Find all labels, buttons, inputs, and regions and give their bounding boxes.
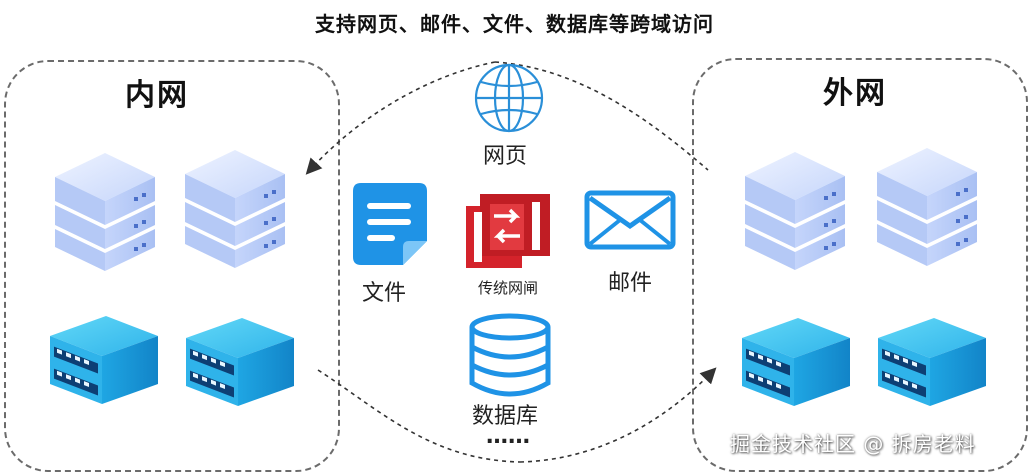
- server-icon: [42, 312, 162, 412]
- server-icon: [178, 314, 298, 414]
- server-icon: [872, 140, 982, 270]
- server-icon: [734, 314, 854, 414]
- server-icon: [50, 145, 160, 275]
- envelope-icon: [584, 190, 676, 250]
- gateway-label: 传统网闸: [478, 277, 538, 298]
- arrow-to-internal: [310, 62, 495, 170]
- file-label: 文件: [362, 275, 406, 307]
- server-icon: [180, 142, 290, 272]
- gateway-icon: [466, 194, 550, 270]
- database-icon: [467, 313, 553, 399]
- web-label: 网页: [483, 138, 527, 170]
- more-indicator: ……: [486, 424, 530, 449]
- watermark: 掘金技术社区 @ 拆房老料: [730, 428, 976, 457]
- globe-icon: [469, 58, 549, 138]
- mail-label: 邮件: [608, 265, 652, 297]
- document-icon: [353, 183, 427, 265]
- server-icon: [870, 314, 990, 414]
- server-icon: [740, 144, 850, 274]
